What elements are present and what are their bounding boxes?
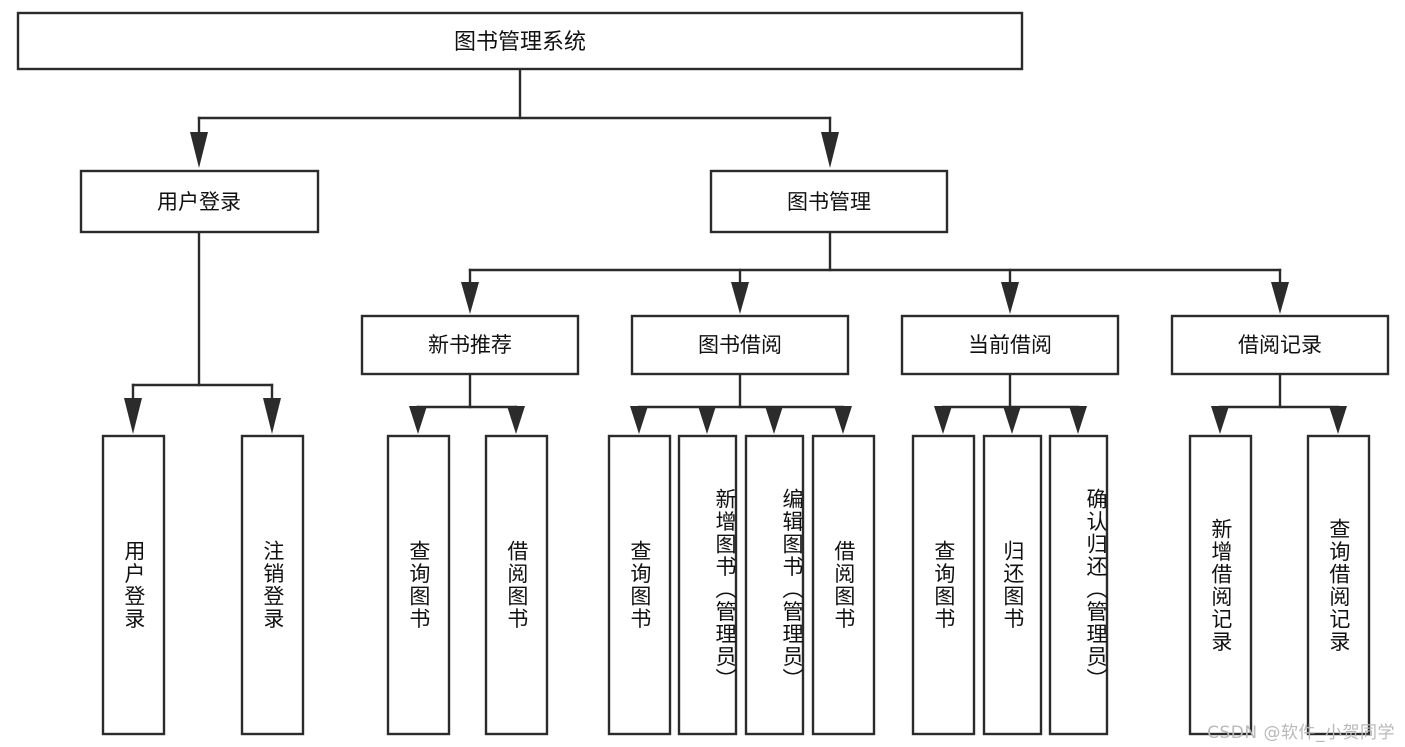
node-box-add-book[interactable] (677, 434, 738, 736)
node-box-query-borrow-record[interactable] (1306, 434, 1371, 736)
node-box-root[interactable] (16, 11, 1024, 71)
watermark-text: CSDN @软件_小贺同学 (1207, 723, 1395, 743)
node-box-user-logout[interactable] (240, 434, 305, 736)
arrowhead-edit-book (765, 406, 783, 434)
arrowhead-user-login (190, 132, 208, 168)
node-box-confirm-return[interactable] (1048, 434, 1109, 736)
arrowhead-confirm-return (1069, 406, 1087, 434)
node-box-edit-book[interactable] (744, 434, 805, 736)
arrowhead-borrow-book-1 (507, 406, 525, 434)
connector-group-book-borrow (630, 372, 852, 434)
node-label-borrow-record: 借阅记录 (1238, 333, 1322, 357)
connector-group-borrow-record (1211, 372, 1347, 434)
node-box-user-login[interactable] (79, 169, 320, 234)
node-box-query-book-2[interactable] (607, 434, 672, 736)
arrowhead-add-book (698, 406, 716, 434)
arrowhead-new-book-recommend (461, 282, 479, 314)
node-box-borrow-book-2[interactable] (811, 434, 876, 736)
connector-group-current-borrow (934, 372, 1087, 434)
node-label-new-book-recommend: 新书推荐 (428, 333, 512, 357)
arrowhead-query-book-3 (934, 406, 952, 434)
node-box-book-manage[interactable] (709, 169, 949, 234)
connector-group-user-login (124, 230, 281, 434)
arrowhead-user-login-do (124, 398, 142, 434)
node-box-new-book-recommend[interactable] (360, 314, 580, 376)
arrowhead-user-logout (263, 398, 281, 434)
node-label-current-borrow: 当前借阅 (968, 333, 1052, 357)
node-label-user-login: 用户登录 (157, 190, 241, 214)
connector-group-root (190, 67, 839, 168)
node-label-book-borrow: 图书借阅 (698, 333, 782, 357)
arrowhead-borrow-book-2 (834, 406, 852, 434)
node-box-borrow-book-1[interactable] (484, 434, 549, 736)
arrowhead-book-manage (821, 132, 839, 168)
arrowhead-query-book-1 (409, 406, 427, 434)
arrowhead-add-borrow-record (1211, 406, 1229, 434)
arrowhead-borrow-record (1271, 282, 1289, 314)
arrowhead-book-borrow (731, 282, 749, 314)
node-box-add-borrow-record[interactable] (1188, 434, 1253, 736)
node-box-query-book-1[interactable] (386, 434, 451, 736)
node-box-return-book[interactable] (982, 434, 1043, 736)
arrowhead-current-borrow (1001, 282, 1019, 314)
connector-group-new-book-recommend (409, 372, 525, 434)
connector-group-book-manage (461, 230, 1289, 314)
node-box-borrow-record[interactable] (1170, 314, 1390, 376)
node-box-book-borrow[interactable] (630, 314, 850, 376)
node-box-query-book-3[interactable] (911, 434, 976, 736)
node-label-root: 图书管理系统 (454, 30, 586, 55)
arrowhead-query-borrow-record (1329, 406, 1347, 434)
node-box-current-borrow[interactable] (900, 314, 1120, 376)
arrowhead-return-book (1003, 406, 1021, 434)
node-box-user-login-do[interactable] (101, 434, 166, 736)
node-label-book-manage: 图书管理 (787, 190, 871, 214)
arrowhead-query-book-2 (630, 406, 648, 434)
